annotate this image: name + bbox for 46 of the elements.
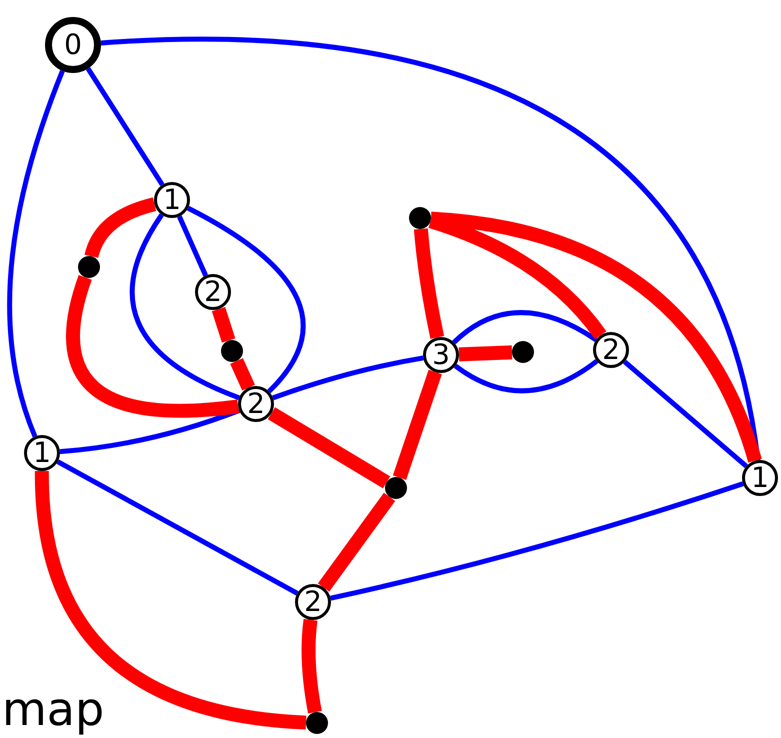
path-segment	[34, 470, 307, 730]
path-segment	[414, 228, 444, 339]
vertex-circle	[24, 435, 60, 471]
vertex-circle	[238, 386, 274, 422]
vertex-number: 1	[163, 186, 181, 214]
edge-line	[330, 481, 744, 601]
edge-line	[623, 360, 748, 468]
edge-line	[60, 408, 240, 454]
path-segment	[430, 212, 762, 463]
edge-line	[452, 310, 598, 344]
edge-line	[100, 36, 760, 461]
vertex-number: 1	[33, 439, 51, 467]
path-segment	[66, 275, 239, 418]
path-segment	[268, 407, 390, 488]
edge-line	[177, 215, 208, 277]
vertex-circle	[593, 332, 629, 368]
path-segment	[302, 619, 322, 714]
vertex-circle	[742, 460, 778, 496]
edge-line	[86, 67, 164, 186]
edge-line	[272, 355, 424, 400]
vertex-number: 2	[304, 588, 322, 616]
path-segment	[230, 358, 255, 390]
path-segment	[392, 370, 442, 480]
junction-dot	[409, 207, 431, 229]
vertex-circle	[154, 182, 190, 218]
path-segment	[84, 197, 156, 258]
junction-dot	[221, 340, 243, 362]
vertex-number: 0	[64, 31, 82, 59]
junction-dot	[512, 341, 534, 363]
edge-line	[130, 213, 240, 400]
junction-dot	[306, 712, 328, 734]
vertex-number: 2	[602, 336, 620, 364]
map-label: map	[2, 682, 104, 736]
vertex-circle	[195, 274, 231, 310]
vertex-number: 1	[751, 464, 769, 492]
vertex-number: 2	[204, 278, 222, 306]
vertex-number: 2	[247, 390, 265, 418]
edge-line	[454, 359, 598, 394]
edge-line	[7, 70, 65, 438]
edge-line	[56, 459, 298, 596]
junction-dot	[78, 256, 100, 278]
vertex-circle	[295, 584, 331, 620]
vertex-number: 3	[432, 341, 450, 369]
path-segment	[212, 307, 236, 343]
edge-line	[186, 206, 306, 394]
vertex-circle	[423, 337, 459, 373]
